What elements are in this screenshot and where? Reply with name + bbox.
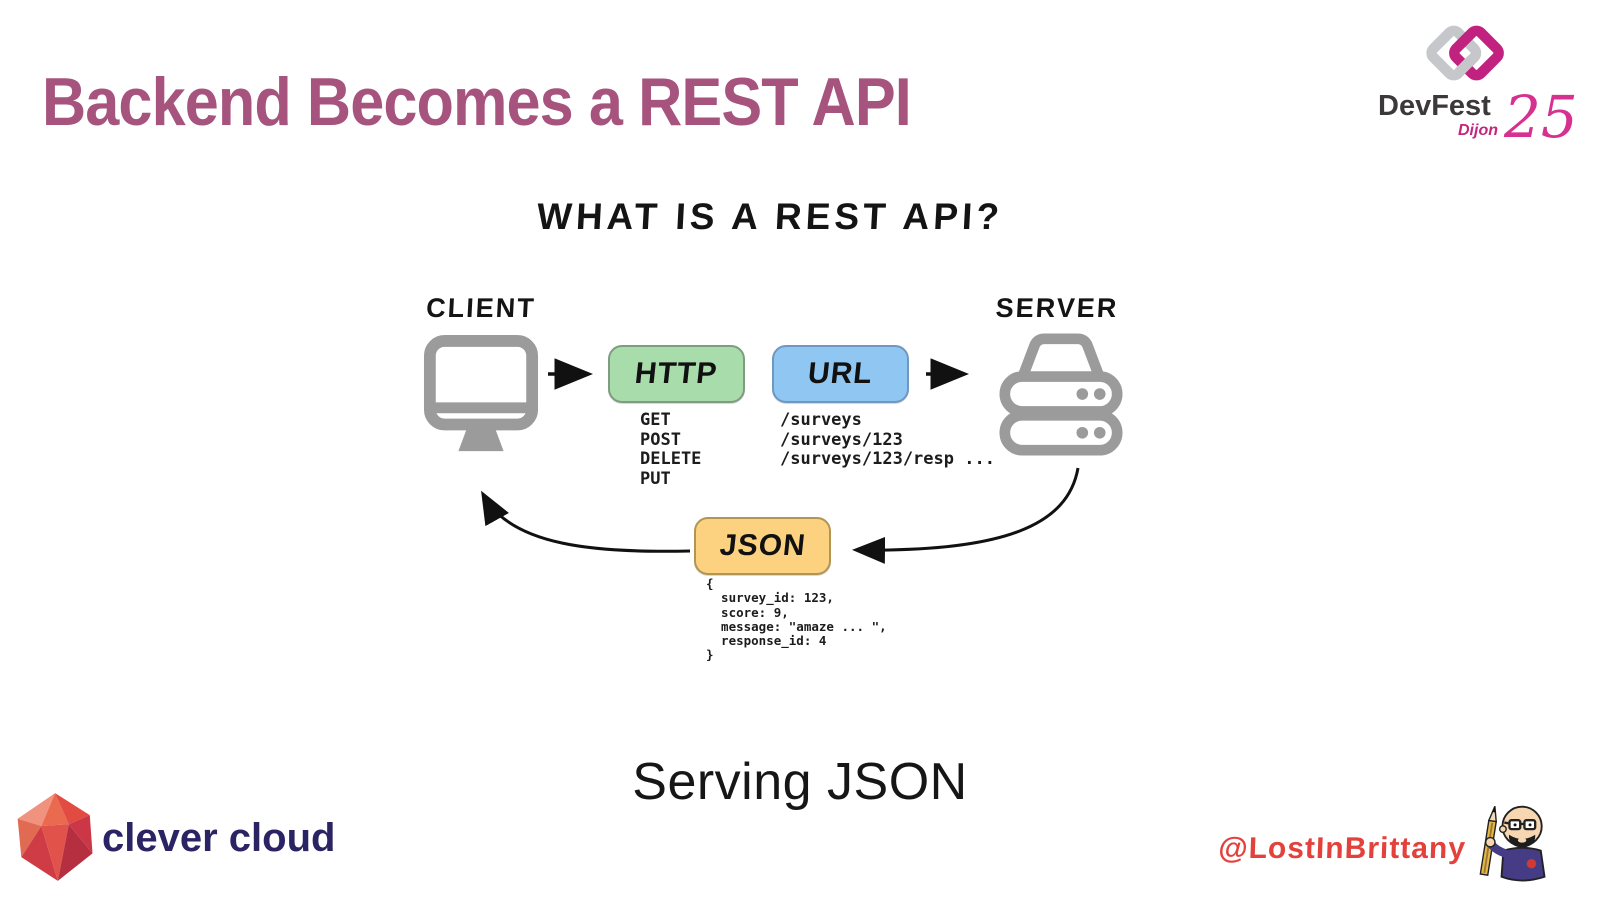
json-code-line: message: "amaze ... ", — [706, 618, 887, 634]
url-box: URL — [772, 345, 909, 403]
json-code-line: score: 9, — [706, 604, 789, 620]
monitor-icon — [423, 335, 539, 452]
slide-title: Backend Becomes a REST API — [42, 63, 912, 140]
url-path-list: /surveys /surveys/123 /surveys/123/resp … — [780, 410, 995, 470]
devfest-year: 25 — [1504, 83, 1578, 151]
http-method-list: GET POST DELETE PUT — [640, 410, 702, 489]
http-method: POST — [640, 429, 681, 450]
json-code-line: } — [706, 647, 714, 663]
json-code-snippet: { survey_id: 123, score: 9, message: "am… — [706, 576, 887, 663]
http-method: PUT — [640, 468, 671, 489]
devfest-logo: DevFest Dijon 25 — [1378, 10, 1593, 165]
url-path: /surveys/123/resp ... — [780, 449, 995, 469]
devfest-name: DevFest — [1378, 90, 1491, 122]
arrow-server-to-json — [852, 467, 1080, 564]
devfest-heart-icon — [1426, 25, 1504, 81]
json-code-line: survey_id: 123, — [706, 590, 834, 606]
author-handle: @LostInBrittany — [1217, 832, 1467, 865]
json-code-line: { — [706, 576, 714, 591]
client-label: CLIENT — [425, 293, 537, 323]
arrow-json-to-client — [481, 490, 691, 553]
clever-cloud-logo: clever cloud — [12, 788, 372, 888]
devfest-city: Dijon — [1458, 122, 1498, 139]
json-box-label: JSON — [717, 529, 808, 562]
url-path: /surveys/123 — [780, 429, 903, 450]
http-box: HTTP — [608, 345, 745, 403]
clever-cloud-label: clever cloud — [102, 816, 336, 860]
slide-caption: Serving JSON — [632, 753, 968, 811]
http-box-label: HTTP — [633, 357, 720, 390]
http-method: DELETE — [640, 449, 702, 469]
server-label: SERVER — [994, 293, 1120, 323]
json-box: JSON — [694, 517, 831, 575]
author-avatar-icon — [1479, 805, 1546, 882]
server-stack-icon — [999, 333, 1123, 456]
json-code-line: response_id: 4 — [706, 633, 827, 649]
clever-cloud-gem-icon — [17, 793, 93, 881]
url-path: /surveys — [780, 410, 862, 430]
url-box-label: URL — [806, 357, 875, 390]
http-method: GET — [640, 410, 671, 430]
diagram-heading: WHAT IS A REST API? — [536, 196, 1005, 237]
